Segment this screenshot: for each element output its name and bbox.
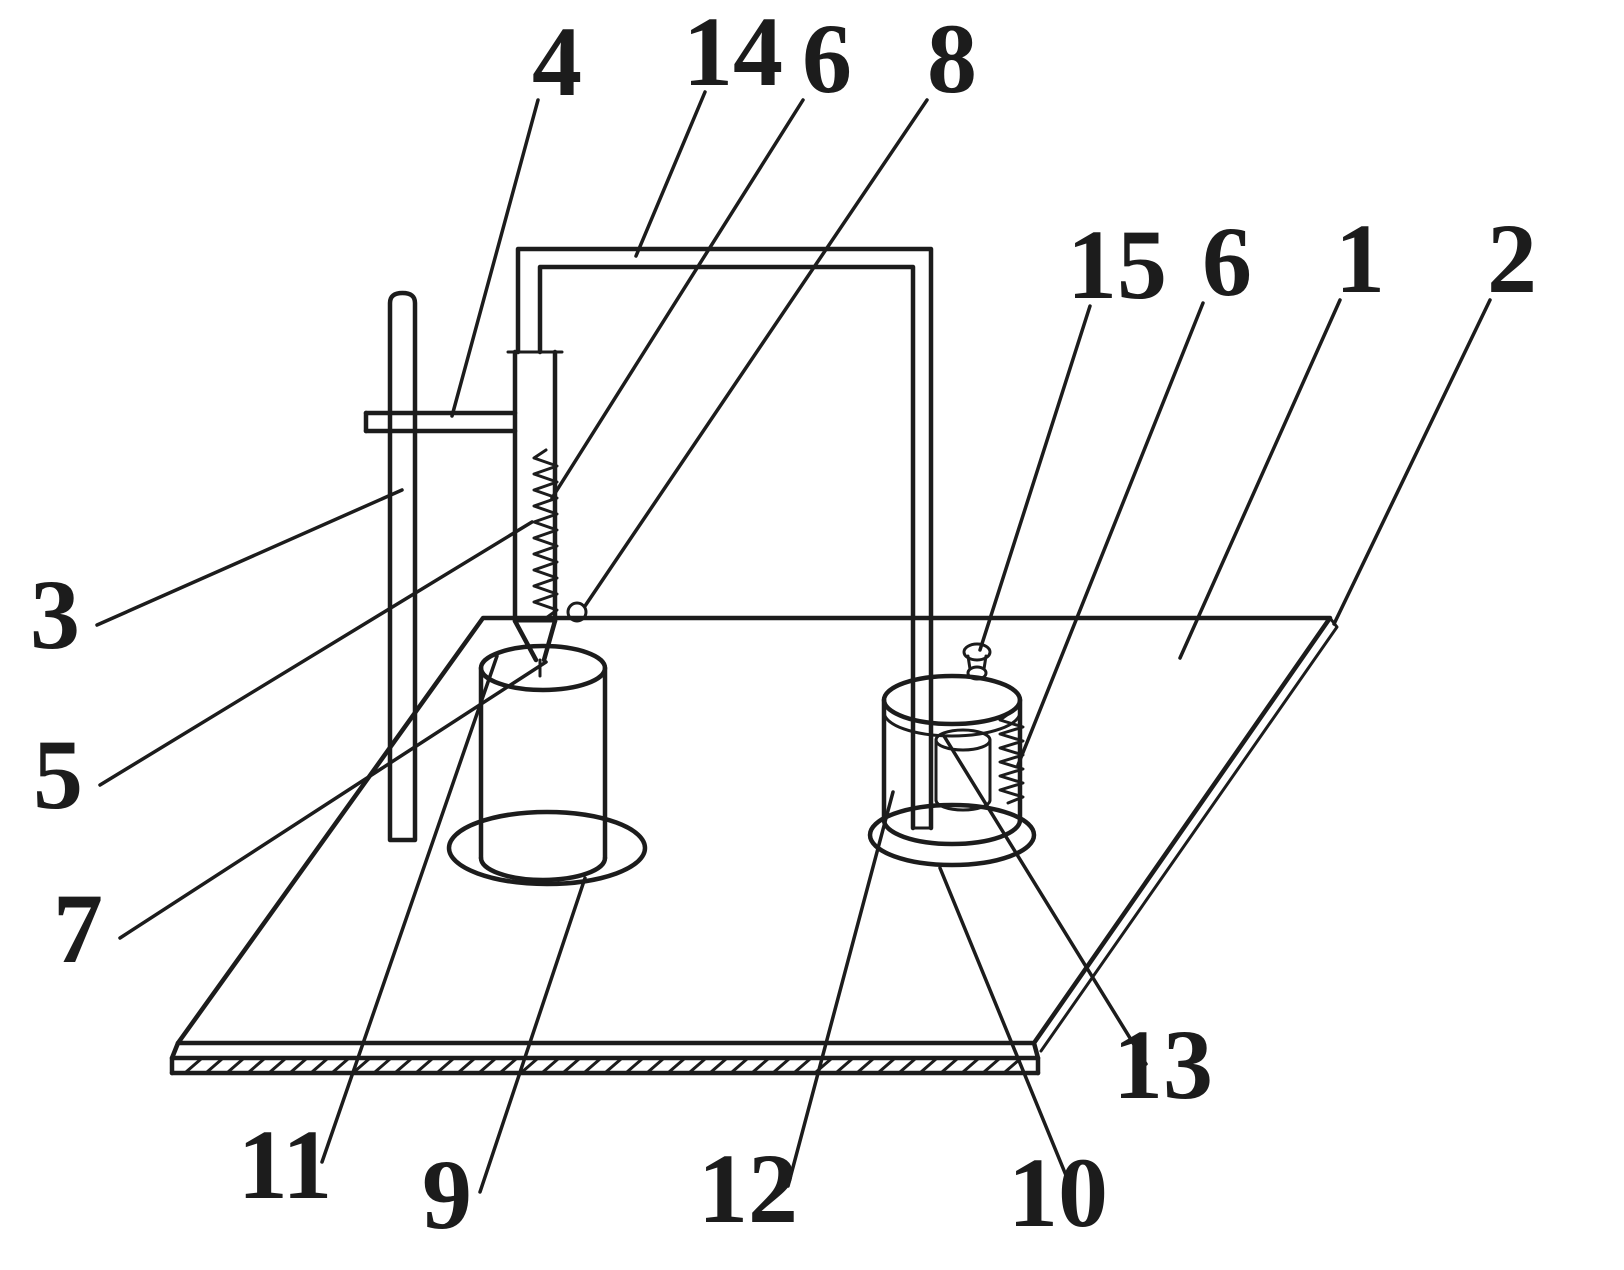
plate-hatch xyxy=(184,1057,1022,1074)
label-13: 13 xyxy=(1113,1009,1213,1120)
hatch-line xyxy=(793,1057,812,1074)
hatch-line xyxy=(436,1057,455,1074)
hatch-line xyxy=(268,1057,287,1074)
label-6-top: 6 xyxy=(802,3,852,114)
hatch-line xyxy=(415,1057,434,1074)
label-5: 5 xyxy=(33,719,83,830)
label-8: 8 xyxy=(927,3,977,114)
leader-4 xyxy=(450,98,540,418)
hatch-line xyxy=(709,1057,728,1074)
leader-6-right xyxy=(1016,301,1205,767)
reference-labels: 4 14 6 8 15 6 1 2 3 5 7 11 9 12 10 13 xyxy=(30,0,1537,1250)
support-rod xyxy=(387,290,418,843)
leader-12 xyxy=(786,790,895,1188)
leader-13 xyxy=(942,734,1148,1066)
hatch-line xyxy=(856,1057,875,1074)
label-15: 15 xyxy=(1067,209,1167,320)
hatch-line xyxy=(772,1057,791,1074)
leader-1 xyxy=(1178,298,1342,660)
right-cylinder xyxy=(867,673,1037,868)
hatch-line xyxy=(289,1057,308,1074)
right-cylinder-spring xyxy=(998,710,1025,805)
hatch-line xyxy=(625,1057,644,1074)
label-3: 3 xyxy=(30,559,80,670)
hatch-line xyxy=(961,1057,980,1074)
leader-9 xyxy=(478,876,587,1194)
label-1: 1 xyxy=(1335,203,1385,314)
label-10: 10 xyxy=(1008,1137,1108,1248)
base-plate xyxy=(169,615,1339,1076)
nozzle-ball xyxy=(566,601,588,623)
leader-2 xyxy=(1332,298,1492,626)
label-4: 4 xyxy=(532,6,582,117)
hatch-line xyxy=(688,1057,707,1074)
leader-6-top xyxy=(550,98,805,500)
leader-3 xyxy=(95,488,404,627)
hatch-line xyxy=(478,1057,497,1074)
leader-8 xyxy=(583,98,929,608)
hatch-line xyxy=(940,1057,959,1074)
hatch-line xyxy=(520,1057,539,1074)
leader-14 xyxy=(634,90,707,258)
label-2: 2 xyxy=(1487,203,1537,314)
hatch-line xyxy=(226,1057,245,1074)
hatch-line xyxy=(898,1057,917,1074)
hatch-line xyxy=(499,1057,518,1074)
hatch-line xyxy=(751,1057,770,1074)
hatch-line xyxy=(184,1057,203,1074)
top-fitting xyxy=(962,642,992,681)
hatch-line xyxy=(373,1057,392,1074)
label-6-right: 6 xyxy=(1202,206,1252,317)
hatch-line xyxy=(919,1057,938,1074)
hatch-line xyxy=(331,1057,350,1074)
hatch-line xyxy=(352,1057,371,1074)
hatch-line xyxy=(667,1057,686,1074)
hatch-line xyxy=(394,1057,413,1074)
label-7: 7 xyxy=(53,873,103,984)
leader-11 xyxy=(320,654,499,1164)
hatch-line xyxy=(205,1057,224,1074)
hatch-line xyxy=(877,1057,896,1074)
leader-lines xyxy=(95,90,1492,1194)
clamp-arm xyxy=(363,410,518,434)
hatch-line xyxy=(982,1057,1001,1074)
label-11: 11 xyxy=(238,1109,332,1220)
middle-cylinder xyxy=(446,643,648,887)
hatch-line xyxy=(541,1057,560,1074)
hatch-line xyxy=(247,1057,266,1074)
label-9: 9 xyxy=(422,1139,472,1250)
hatch-line xyxy=(310,1057,329,1074)
leader-10 xyxy=(938,866,1074,1192)
hatch-line xyxy=(562,1057,581,1074)
label-12: 12 xyxy=(698,1133,798,1244)
burette-spring xyxy=(532,448,559,620)
hatch-line xyxy=(646,1057,665,1074)
hatch-line xyxy=(457,1057,476,1074)
hatch-line xyxy=(730,1057,749,1074)
leader-15 xyxy=(978,304,1092,652)
leader-7 xyxy=(118,660,548,940)
hatch-line xyxy=(583,1057,602,1074)
hatch-line xyxy=(604,1057,623,1074)
hatch-line xyxy=(835,1057,854,1074)
label-14: 14 xyxy=(683,0,783,107)
connecting-pipe xyxy=(515,246,934,831)
leader-5 xyxy=(98,520,534,787)
